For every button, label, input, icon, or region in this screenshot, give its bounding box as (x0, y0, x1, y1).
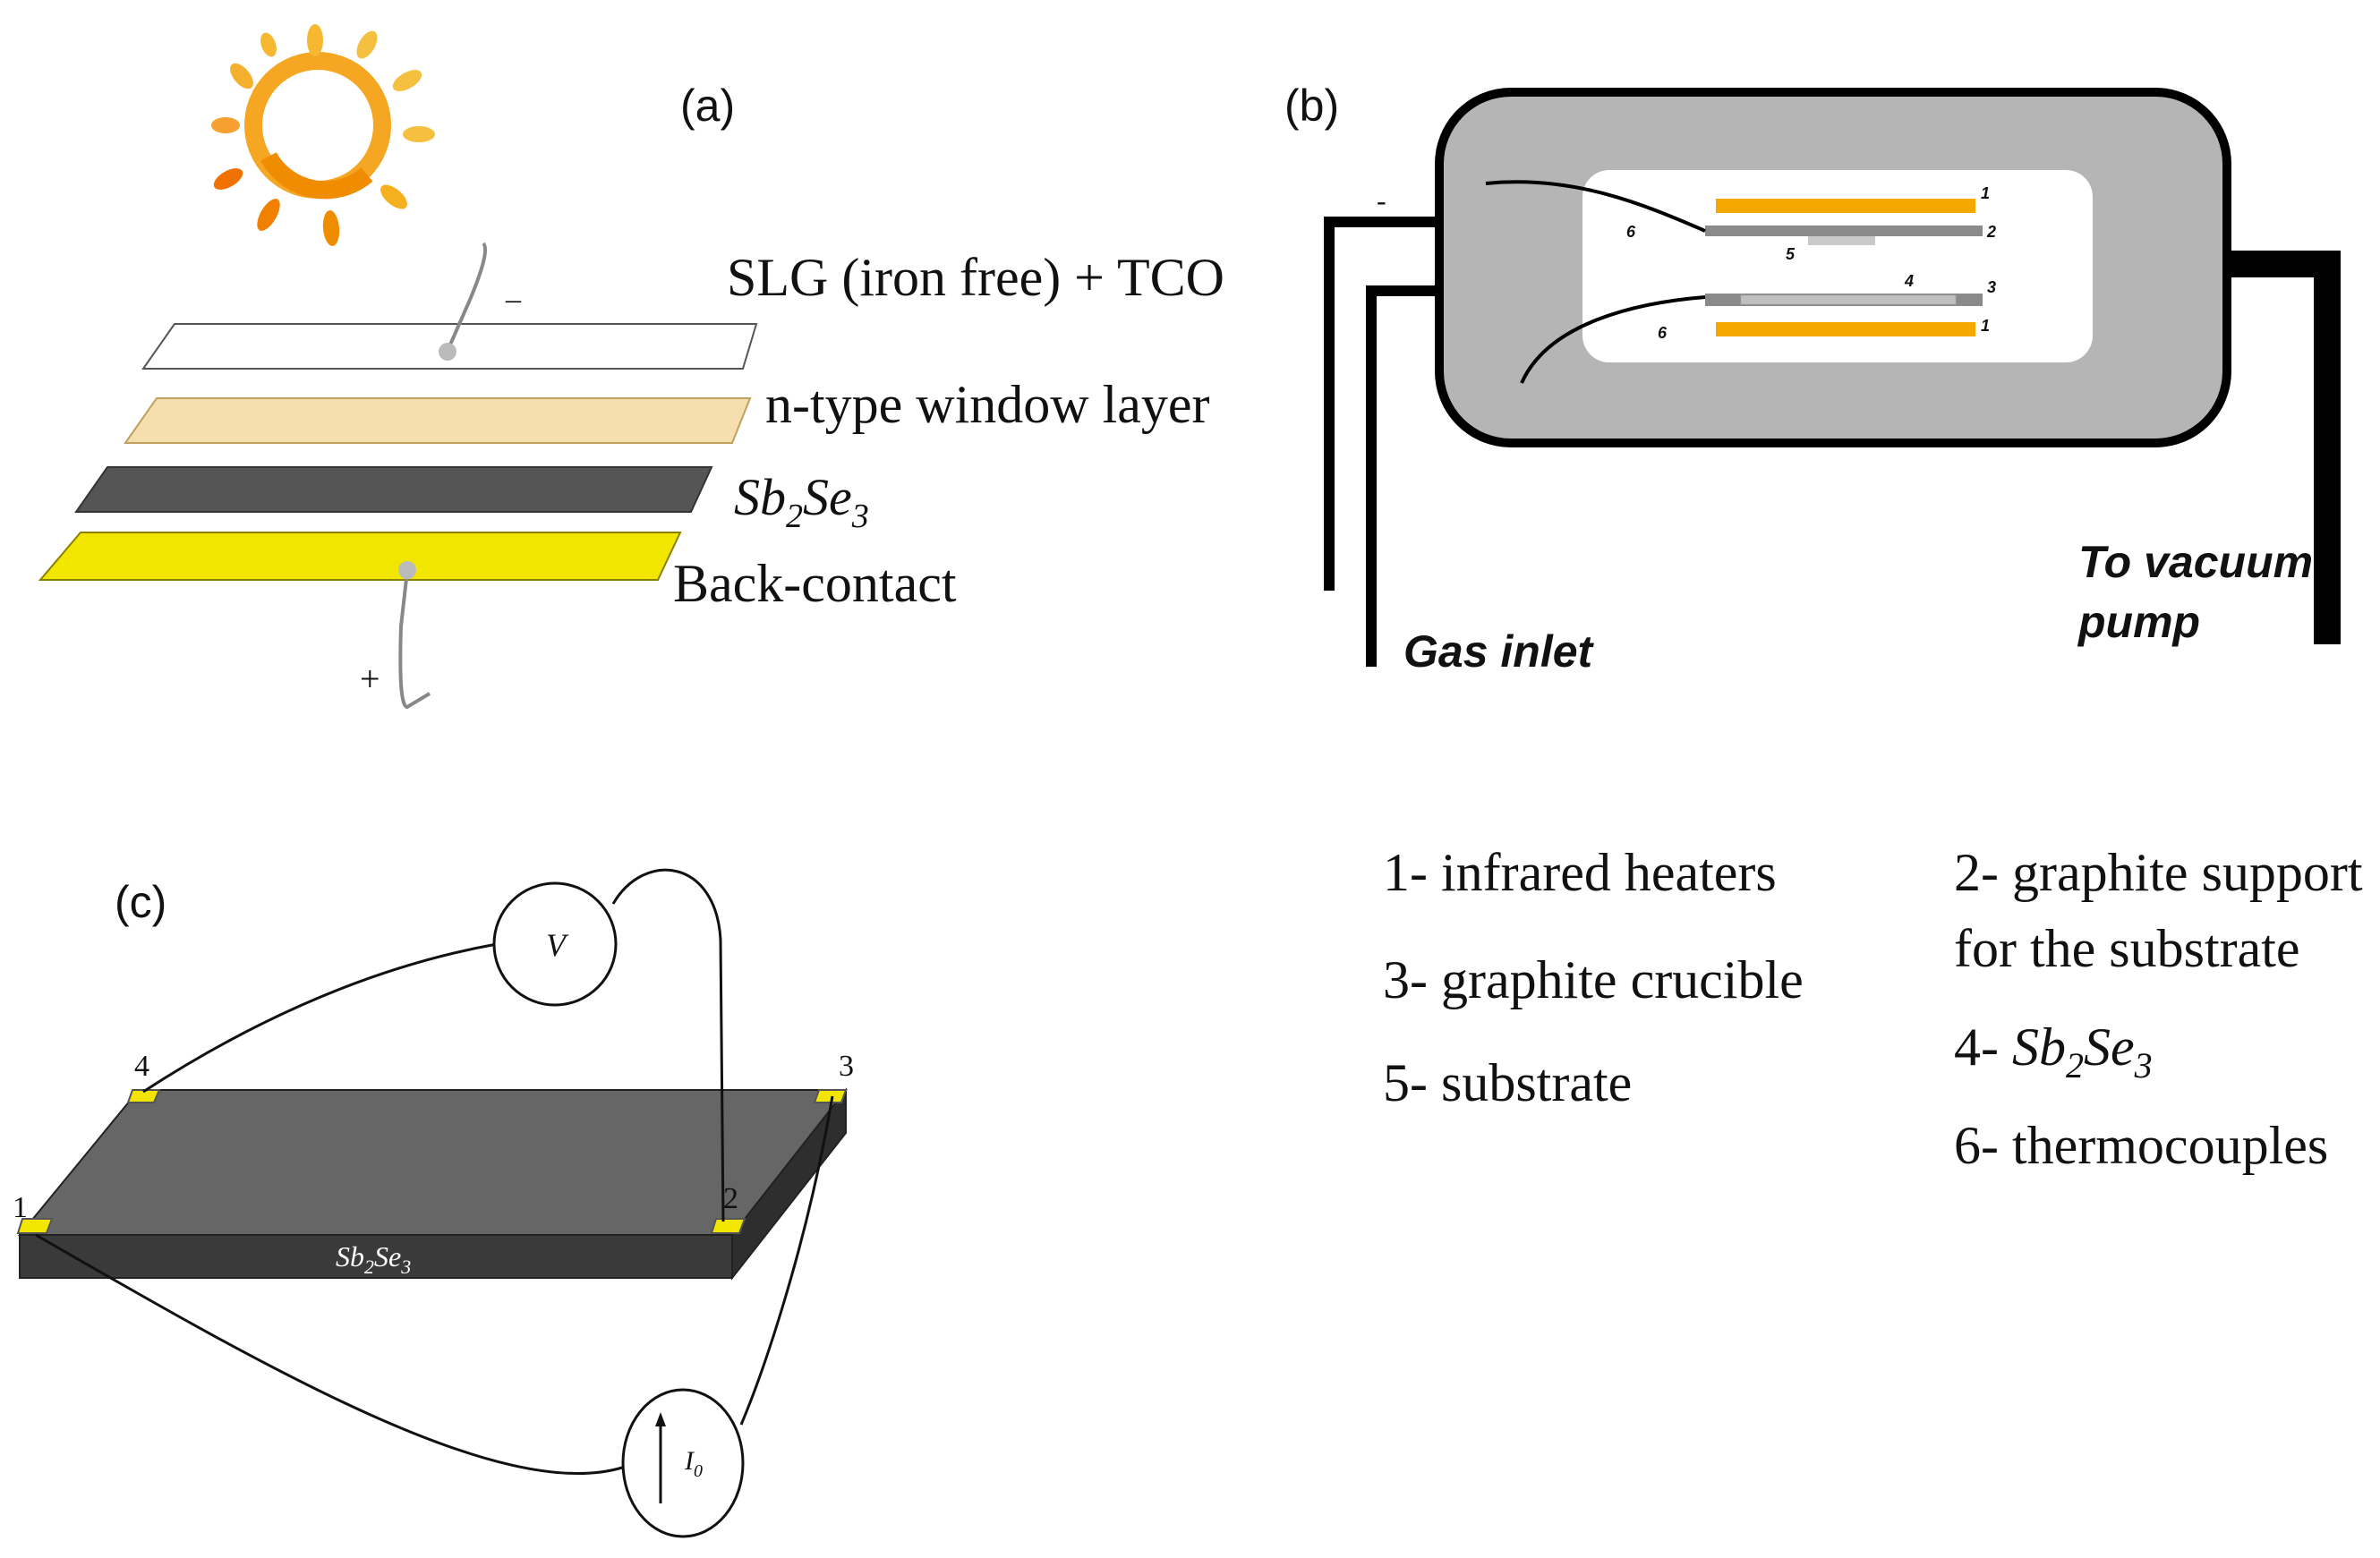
vacuum-pipe (2229, 251, 2341, 644)
legend-item-4: 4- Sb2Se3 (1954, 1017, 2153, 1085)
contact-num-4: 4 (134, 1050, 149, 1083)
heater-bottom (1716, 322, 1975, 336)
num-1-bottom: 1 (1981, 317, 1990, 335)
num-5: 5 (1786, 245, 1796, 263)
legend-item-6: 6- thermocouples (1954, 1116, 2328, 1175)
contact-num-1: 1 (13, 1191, 28, 1224)
contact-pads (16, 1089, 848, 1234)
contact-pad-4 (126, 1089, 161, 1103)
absorber-layer (74, 466, 713, 513)
num-4: 4 (1904, 272, 1914, 290)
gas-pipe-outer (1324, 217, 1446, 591)
gas-pipe-inner (1366, 285, 1446, 667)
negative-sign: – (505, 283, 522, 316)
voltmeter-label: V (546, 927, 569, 963)
substrate (1808, 236, 1875, 245)
layer-label-absorber: Sb2Se3 (734, 468, 869, 535)
positive-wire (398, 570, 431, 710)
legend-item-2-line2: for the substrate (1954, 919, 2300, 978)
panel-b: (b) - 1 2 5 4 3 1 6 6 Gas inlet To vacuu… (1284, 81, 2341, 677)
legend-item-1: 1- infrared heaters (1383, 843, 1777, 902)
num-2: 2 (1986, 223, 1996, 241)
heater-top (1716, 199, 1975, 213)
legend-item-5: 5- substrate (1383, 1053, 1632, 1112)
thermocouple-top (1485, 180, 1706, 233)
chamber-window (1582, 170, 2093, 362)
num-1-top: 1 (1981, 184, 1990, 202)
panel-c: (c) V I0 1 2 3 4 Sb2Se3 (13, 868, 854, 1538)
vacuum-label-line1: To vacuum (2078, 537, 2313, 587)
negative-wire (446, 242, 488, 352)
panel-a-label: (a) (680, 81, 735, 131)
panel-c-label: (c) (115, 877, 166, 927)
vacuum-label-line2: pump (2077, 597, 2200, 647)
num-6-top: 6 (1626, 223, 1636, 241)
sun-icon (211, 24, 435, 246)
layer-label-slg-tco: SLG (iron free) + TCO (727, 248, 1224, 307)
voltmeter (492, 881, 618, 1007)
positive-sign: + (360, 659, 380, 699)
legend-item-3: 3- graphite crucible (1383, 950, 1804, 1009)
wire-4-to-voltmeter (142, 942, 498, 1094)
wire-1-to-source (35, 1233, 623, 1476)
sample-label: Sb2Se3 (336, 1240, 411, 1278)
back-contact-layer (38, 532, 682, 581)
graphite-support (1705, 226, 1983, 236)
gas-inlet-label: Gas inlet (1403, 626, 1595, 677)
wire-voltmeter-to-2 (611, 868, 725, 1222)
layer-label-back-contact: Back-contact (673, 554, 957, 613)
num-3: 3 (1987, 278, 1996, 296)
contact-pad-2 (710, 1218, 746, 1234)
panel-b-label: (b) (1284, 81, 1339, 131)
contact-pad-3 (813, 1089, 848, 1103)
sb2se3-source (1740, 294, 1957, 305)
wire-source-to-3 (739, 1095, 834, 1426)
sample-side-face (731, 1087, 847, 1281)
num-6-bottom: 6 (1658, 324, 1668, 342)
current-source (621, 1388, 745, 1538)
contact-pad-1 (16, 1218, 54, 1234)
contact-num-2: 2 (723, 1182, 738, 1215)
legend-item-2-line1: 2- graphite support (1954, 843, 2363, 902)
panel-a: (a) – + SLG (iron free) (38, 24, 1224, 710)
window-layer (124, 397, 752, 444)
layer-label-window: n-type window layer (765, 375, 1210, 434)
thermocouple-bottom (1520, 295, 1706, 384)
chamber-minus-sign: - (1377, 184, 1386, 217)
legend: 1- infrared heaters 3- graphite crucible… (1383, 843, 2363, 1175)
current-source-label: I0 (684, 1446, 703, 1481)
contact-num-3: 3 (839, 1050, 854, 1083)
